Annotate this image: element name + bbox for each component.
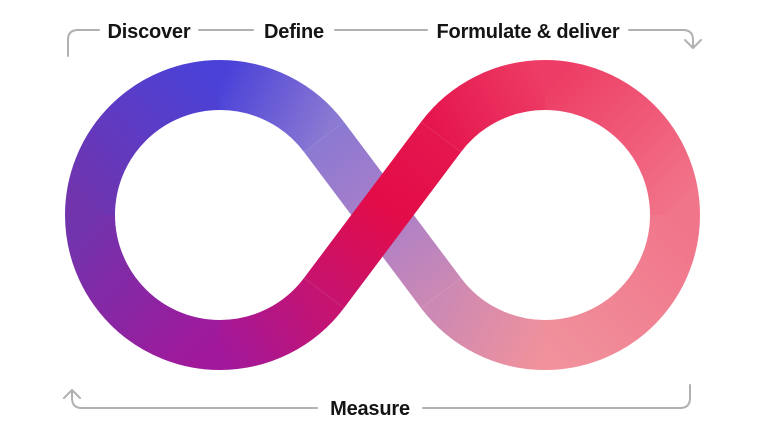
step-label-formulate-deliver: Formulate & deliver: [437, 21, 620, 43]
bottom-connector-line: [71, 384, 691, 409]
right-loop-segment-top-right: [544, 60, 700, 216]
bottom-flow-connector: Measure: [63, 384, 691, 420]
right-loop-segment-top-left: [421, 60, 546, 153]
arrow-down-icon: [684, 39, 702, 49]
left-loop-segment-bottom-right: [219, 277, 344, 370]
arrow-up-icon: [63, 389, 81, 399]
left-loop-segment-bottom-left: [65, 214, 221, 370]
infinity-ribbon: [65, 60, 700, 370]
right-loop-segment-bottom-left: [421, 277, 546, 370]
top-connector-line: [67, 29, 694, 57]
step-label-define: Define: [264, 21, 324, 43]
right-loop-segment-bottom-right: [544, 214, 700, 370]
left-loop-segment-top-left: [65, 60, 221, 216]
step-label-discover: Discover: [108, 21, 191, 43]
step-label-measure: Measure: [330, 398, 410, 420]
crossing-strand-over: [304, 122, 461, 308]
left-loop-segment-top-right: [219, 60, 344, 153]
top-flow-connector: Discover Define Formulate & deliver: [67, 21, 702, 57]
